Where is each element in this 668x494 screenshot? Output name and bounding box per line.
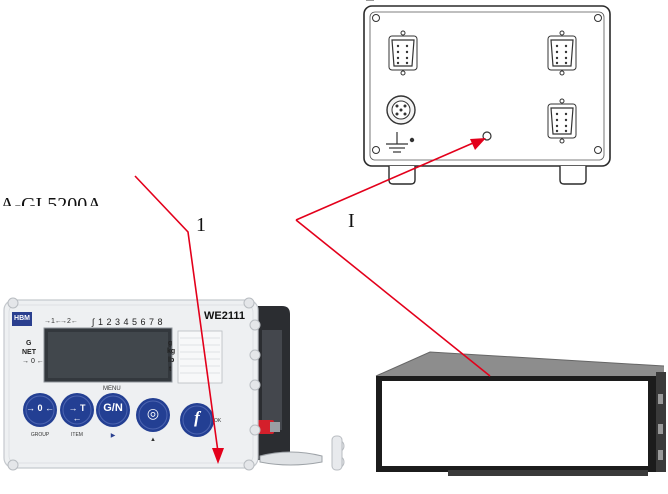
indicator-key-function[interactable]: [180, 403, 214, 437]
ground-symbol-icon: [386, 132, 415, 153]
db9-connector-icon: [388, 30, 418, 76]
power-connector-icon: [386, 95, 416, 125]
indicator-key-tare[interactable]: [60, 393, 94, 427]
mode-label-gross: G: [26, 340, 32, 347]
box-device-top: [376, 352, 664, 376]
hbm-logo-icon: [12, 312, 32, 326]
callout-number-label: 1: [196, 214, 206, 236]
range-label-2: →2←: [60, 318, 78, 325]
db9-connector-icon: [547, 98, 577, 144]
hbm-logo-text: HBM: [14, 315, 30, 322]
unit-label-lb: lb: [168, 357, 175, 364]
partial-right-label: I: [348, 210, 355, 232]
rear-panel-housing: [363, 5, 611, 167]
key-tare-glyph: → T ←: [68, 403, 86, 423]
screw-icon: [372, 146, 380, 154]
range-label-1: →1←: [44, 318, 62, 325]
box-device: [375, 351, 666, 476]
screw-icon: [372, 14, 380, 22]
indicator-model-label: WE2111: [204, 310, 245, 322]
key-print-glyph: ◎: [146, 405, 160, 421]
key-function-glyph: f: [194, 408, 200, 427]
indicator-card-slot: [259, 451, 323, 466]
ground-screw-icon: [482, 131, 492, 141]
key-gross-net-glyph: G/N: [103, 402, 123, 414]
key-zero-glyph: → 0 ←: [26, 403, 55, 413]
key-gross-net-caption: ▶: [110, 433, 116, 439]
indicator-key-zero[interactable]: [23, 393, 57, 427]
arrowhead-icon: [212, 448, 224, 464]
device-foot: [388, 166, 416, 185]
key-tare-caption: ITEM: [71, 432, 83, 438]
unit-label-t: t: [169, 366, 172, 373]
digit-index-labels: ∫ 1 2 3 4 5 6 7 8: [92, 317, 164, 327]
indicator-key-print[interactable]: [136, 398, 170, 432]
side-caption: OK: [214, 418, 222, 424]
box-device-side: [656, 372, 666, 472]
unit-label-g: g: [168, 340, 173, 347]
screw-icon: [594, 14, 602, 22]
weighing-indicator-device: [3, 297, 345, 471]
unit-label-kg: kg: [167, 348, 176, 355]
indicator-info-field: [177, 330, 223, 384]
mode-label-zero: → 0 ←: [22, 358, 44, 365]
indicator-key-gross-net[interactable]: [96, 393, 130, 427]
device-foot: [559, 166, 587, 185]
partial-model-label: A-GI 5200A: [0, 194, 102, 206]
leader-lines: [134, 139, 491, 453]
arrowhead-icon: [470, 138, 486, 150]
key-print-caption: ▲: [150, 437, 156, 443]
box-device-front-panel: [382, 381, 648, 466]
leader-line-to-rear-panel: [295, 139, 481, 221]
menu-label: MENU: [103, 386, 121, 392]
screw-icon: [594, 146, 602, 154]
key-zero-caption: GROUP: [30, 432, 50, 438]
mode-label-net: NET: [22, 349, 36, 356]
leader-line-to-box-device: [295, 219, 491, 377]
rear-panel-device: [363, 0, 611, 185]
leader-line-to-indicator: [134, 175, 219, 453]
db9-connector-icon: [547, 30, 577, 76]
